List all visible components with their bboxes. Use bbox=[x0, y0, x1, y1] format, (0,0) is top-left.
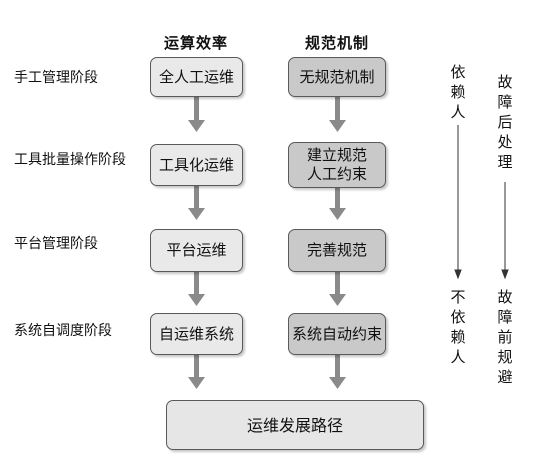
stage-label-self-scheduling: 系统自调度阶段 bbox=[14, 323, 112, 339]
arrow-down bbox=[329, 355, 346, 389]
box-full-manual-ops: 全人工运维 bbox=[150, 57, 243, 97]
arrow-down bbox=[329, 272, 346, 306]
box-platform-ops: 平台运维 bbox=[150, 229, 243, 272]
arrow-down bbox=[188, 96, 205, 132]
arrow-down bbox=[188, 355, 205, 389]
stage-label-manual: 手工管理阶段 bbox=[14, 70, 98, 86]
box-system-auto-constraint: 系统自动约束 bbox=[288, 313, 386, 355]
side-text-not-depend-on-people: 不依赖人 bbox=[450, 288, 466, 366]
arrow-down bbox=[329, 186, 346, 220]
arrow-down bbox=[188, 272, 205, 306]
box-self-ops-system: 自运维系统 bbox=[150, 313, 243, 355]
side-text-post-failure-handling: 故障后处理 bbox=[497, 73, 513, 171]
box-establish-norms: 建立规范 人工约束 bbox=[288, 142, 386, 188]
arrow-down bbox=[188, 186, 205, 220]
efficiency-column-title: 运算效率 bbox=[163, 34, 228, 52]
stage-label-platform: 平台管理阶段 bbox=[14, 236, 98, 252]
box-refine-norms: 完善规范 bbox=[288, 229, 386, 272]
box-no-norms: 无规范机制 bbox=[288, 57, 386, 97]
arrow-down bbox=[329, 96, 346, 132]
stage-label-tools: 工具批量操作阶段 bbox=[14, 152, 126, 168]
box-tooling-ops: 工具化运维 bbox=[150, 144, 243, 186]
side-text-pre-failure-avoidance: 故障前规避 bbox=[497, 288, 513, 386]
mechanism-column-title: 规范机制 bbox=[304, 34, 369, 52]
box-ops-development-path: 运维发展路径 bbox=[166, 400, 424, 450]
side-text-depend-on-people: 依赖人 bbox=[450, 63, 466, 121]
